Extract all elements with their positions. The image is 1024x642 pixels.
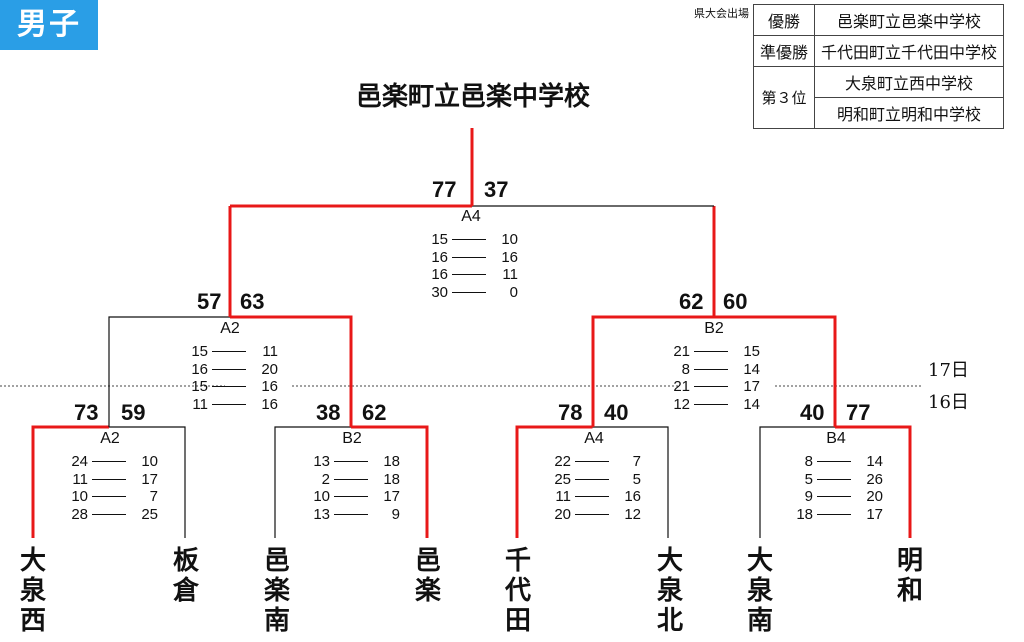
r1-match-2-loser-line xyxy=(274,426,351,538)
r1m1-court-label: A2 xyxy=(100,430,120,447)
division-badge: 男子 xyxy=(0,0,98,50)
third-school-1: 大泉町立西中学校 xyxy=(814,66,1005,98)
sf2-court-label: B2 xyxy=(704,320,724,337)
r1m3-court-label: A4 xyxy=(584,430,604,447)
team-8-name: 明和 xyxy=(896,546,923,606)
results-header: 県大会出場 xyxy=(694,6,749,20)
sf2-loser-line xyxy=(714,315,837,427)
sf1-left-score: 57 xyxy=(197,289,222,314)
r1m4-court-label: B4 xyxy=(826,430,846,447)
r1m4-right-score: 77 xyxy=(846,400,871,425)
results-table: 県大会出場 優勝 邑楽町立邑楽中学校 準優勝 千代田町立千代田中学校 第３位 大… xyxy=(694,4,1005,129)
team-4-name: 邑楽 xyxy=(414,546,441,606)
r1-match-4-winner-line xyxy=(835,425,912,538)
final-right-score: 37 xyxy=(484,177,509,202)
runner-up-label: 準優勝 xyxy=(752,35,816,67)
r1-match-4-loser-line xyxy=(759,426,835,538)
team-5-name: 千代田 xyxy=(504,546,531,636)
r1m2-right-score: 62 xyxy=(362,400,387,425)
sf1-loser-line xyxy=(108,316,230,427)
sf2-winner-line xyxy=(591,315,714,427)
team-2-name: 板倉 xyxy=(172,546,199,606)
day-label-lower: 16日 xyxy=(928,392,969,413)
runner-up-school: 千代田町立千代田中学校 xyxy=(814,35,1005,67)
team-1-name: 大泉西 xyxy=(19,546,46,636)
team-6-name: 大泉北 xyxy=(656,546,683,636)
sf1-right-score: 63 xyxy=(240,289,265,314)
r1m3-right-score: 40 xyxy=(604,400,629,425)
r1m1-right-score: 59 xyxy=(121,400,146,425)
team-3-name: 邑楽南 xyxy=(263,546,290,636)
team-7-name: 大泉南 xyxy=(746,546,773,636)
r1m4-left-score: 40 xyxy=(800,400,825,425)
r1m1-left-score: 73 xyxy=(74,400,99,425)
third-label: 第３位 xyxy=(752,66,816,129)
r1-match-3-winner-line xyxy=(515,425,593,538)
r1m3-left-score: 78 xyxy=(558,400,583,425)
day-label-upper: 17日 xyxy=(928,360,969,381)
r1-match-1-loser-line xyxy=(109,426,186,538)
sf1-court-label: A2 xyxy=(220,320,240,337)
r1m2-court-label: B2 xyxy=(342,430,362,447)
r1-match-1-winner-line xyxy=(31,425,109,538)
sf2-right-score: 60 xyxy=(723,289,748,314)
final-left-score: 77 xyxy=(432,177,457,202)
sf2-left-score: 62 xyxy=(679,289,704,314)
r1-match-2-winner-line xyxy=(351,425,429,538)
third-school-2: 明和町立明和中学校 xyxy=(814,97,1005,129)
final-court-label: A4 xyxy=(461,208,481,225)
r1-match-3-loser-line xyxy=(592,426,669,538)
sf1-winner-line xyxy=(230,315,353,427)
winner-label: 優勝 xyxy=(752,4,816,36)
r1m2-left-score: 38 xyxy=(316,400,341,425)
champion-name: 邑楽町立邑楽中学校 xyxy=(355,82,590,112)
winner-school: 邑楽町立邑楽中学校 xyxy=(814,4,1005,36)
